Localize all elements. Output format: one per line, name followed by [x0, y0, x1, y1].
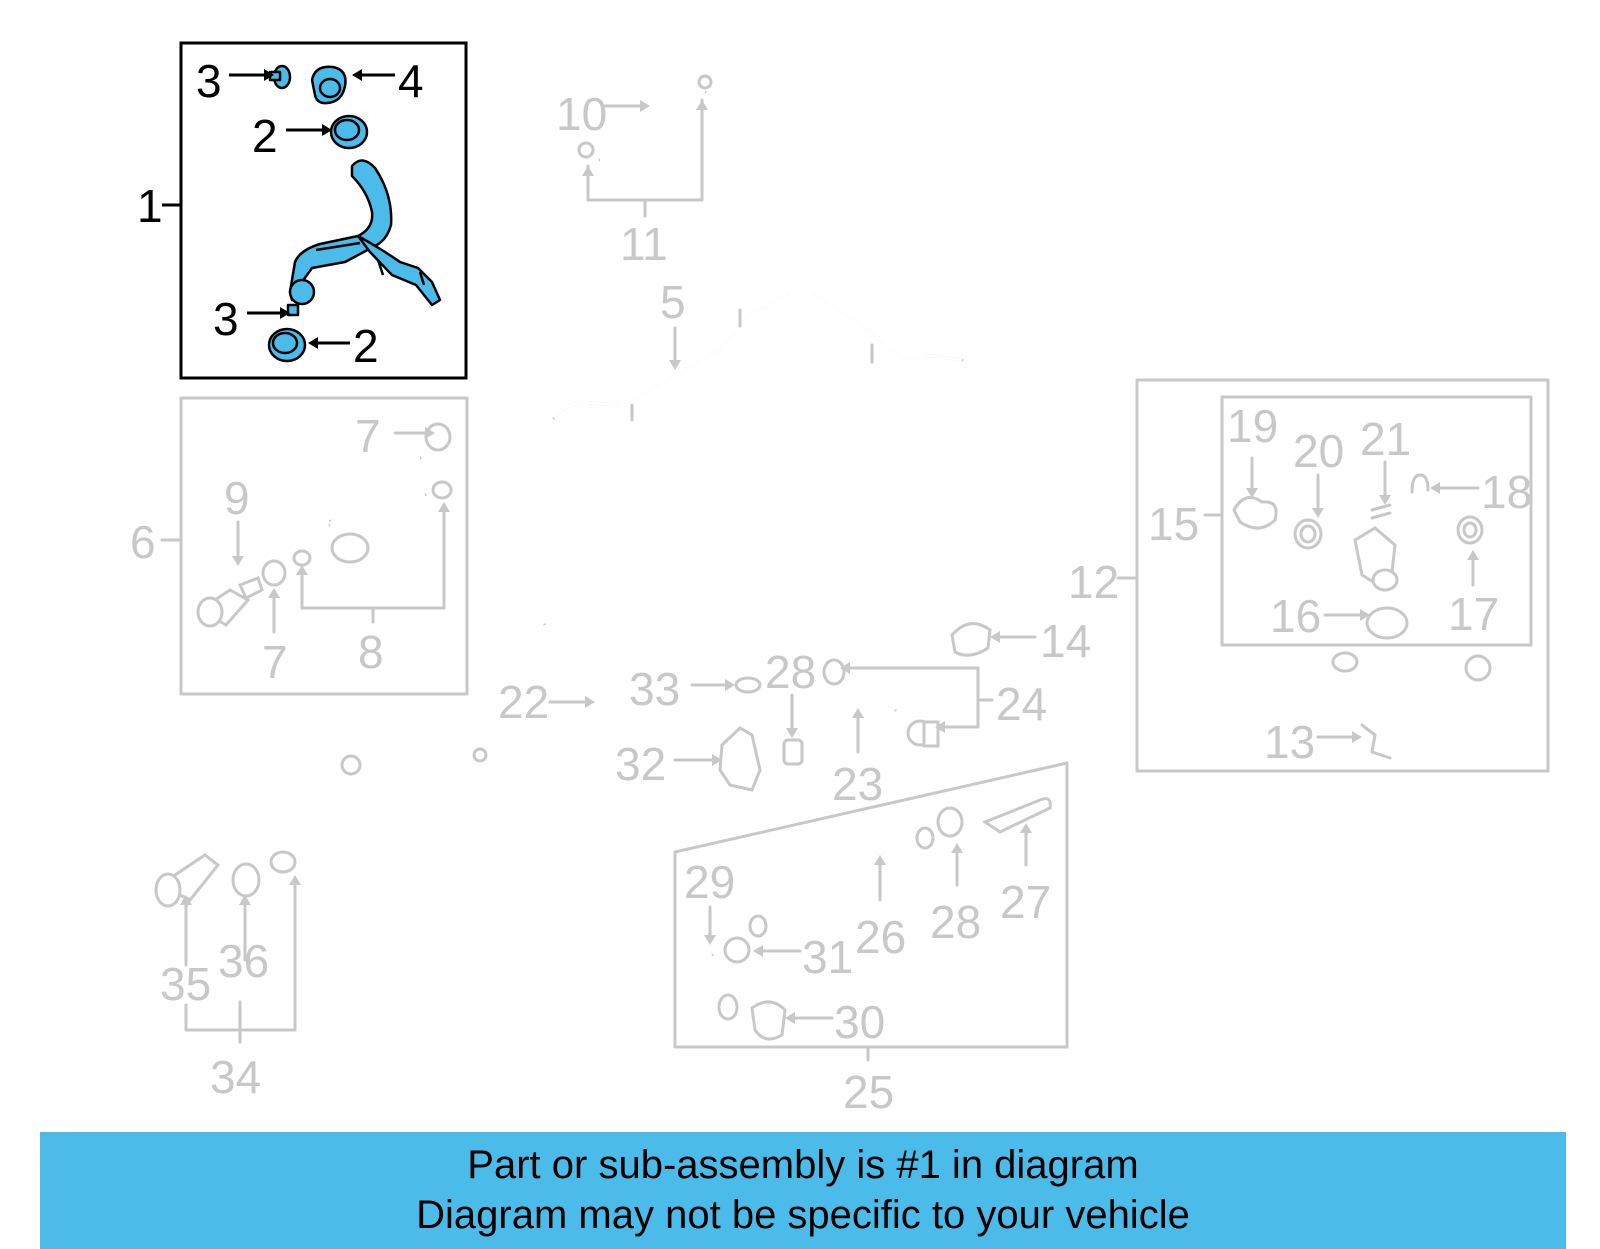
- group-1-frame: [179, 41, 468, 380]
- callout-27: 27: [1000, 876, 1051, 928]
- callout-20: 20: [1293, 425, 1344, 477]
- callout-35: 35: [160, 958, 211, 1010]
- arrow-4: [352, 69, 362, 81]
- callout-21: 21: [1360, 413, 1411, 465]
- callout-10: 10: [556, 88, 607, 140]
- callout-14: 14: [1040, 615, 1091, 667]
- callout-34: 34: [210, 1051, 261, 1103]
- callout-26: 26: [855, 911, 906, 963]
- callout-31: 31: [802, 931, 853, 983]
- cap-part-2-top: [329, 114, 369, 150]
- callout-13: 13: [1264, 716, 1315, 768]
- callout-23: 23: [832, 758, 883, 810]
- callout-32: 32: [615, 738, 666, 790]
- callout-29: 29: [684, 856, 735, 908]
- connector-part-4: [310, 65, 347, 105]
- clamp-part-3-top: [268, 64, 292, 90]
- callout-4: 4: [398, 55, 424, 107]
- callout-7-bottom: 7: [262, 636, 288, 688]
- callout-11: 11: [620, 218, 668, 270]
- info-banner: Part or sub-assembly is #1 in diagram Di…: [40, 1132, 1566, 1249]
- callout-1: 1: [137, 180, 163, 232]
- callout-2-bottom: 2: [353, 320, 379, 372]
- callout-3-top: 3: [196, 55, 222, 107]
- part-group-12: 12 15 19 20 21 18 17 16: [1068, 378, 1550, 773]
- callout-22: 22: [498, 676, 549, 728]
- part-group-34: 35 36 34: [154, 754, 362, 1103]
- cap-part-2-bottom: [267, 327, 307, 363]
- part-group-25: 25 26 28 27 29 31 30: [673, 761, 1069, 1118]
- part-group-6: 6 7 9 7 8: [130, 396, 469, 696]
- part-hose-22: 22: [472, 623, 623, 763]
- arrow-2-top: [322, 124, 332, 136]
- callout-19: 19: [1227, 400, 1278, 452]
- callout-2-top: 2: [252, 110, 278, 162]
- hose-assembly-part-1: [288, 159, 442, 307]
- part-group-1[interactable]: 1: [137, 41, 468, 380]
- callout-3-bottom: 3: [213, 293, 239, 345]
- callout-7-top: 7: [355, 410, 381, 462]
- callout-18: 18: [1481, 466, 1532, 518]
- callout-5: 5: [660, 276, 686, 328]
- callout-17: 17: [1448, 588, 1499, 640]
- arrow-3-top: [264, 69, 274, 81]
- arrow-2-bottom: [308, 337, 318, 349]
- callout-12: 12: [1068, 556, 1119, 608]
- callout-33: 33: [629, 663, 680, 715]
- callout-15: 15: [1148, 498, 1199, 550]
- part-group-23-33: 33 32 28 23 24 14: [615, 615, 1091, 810]
- callout-8: 8: [358, 626, 384, 678]
- callout-24: 24: [996, 678, 1047, 730]
- callout-6: 6: [130, 516, 156, 568]
- arrow-3-bottom: [280, 307, 290, 319]
- callout-28-lower: 28: [930, 896, 981, 948]
- banner-line-1: Part or sub-assembly is #1 in diagram: [467, 1143, 1139, 1187]
- part-group-10-11: 10 11: [556, 74, 713, 270]
- callout-28-upper: 28: [765, 646, 816, 698]
- callout-30: 30: [834, 996, 885, 1048]
- callout-16: 16: [1270, 590, 1321, 642]
- part-pipe-5: 5: [552, 276, 964, 422]
- callout-9: 9: [224, 472, 250, 524]
- banner-line-2: Diagram may not be specific to your vehi…: [416, 1193, 1190, 1237]
- clamp-part-3-bottom: [286, 303, 300, 317]
- callout-25: 25: [843, 1066, 894, 1118]
- callout-36: 36: [218, 935, 269, 987]
